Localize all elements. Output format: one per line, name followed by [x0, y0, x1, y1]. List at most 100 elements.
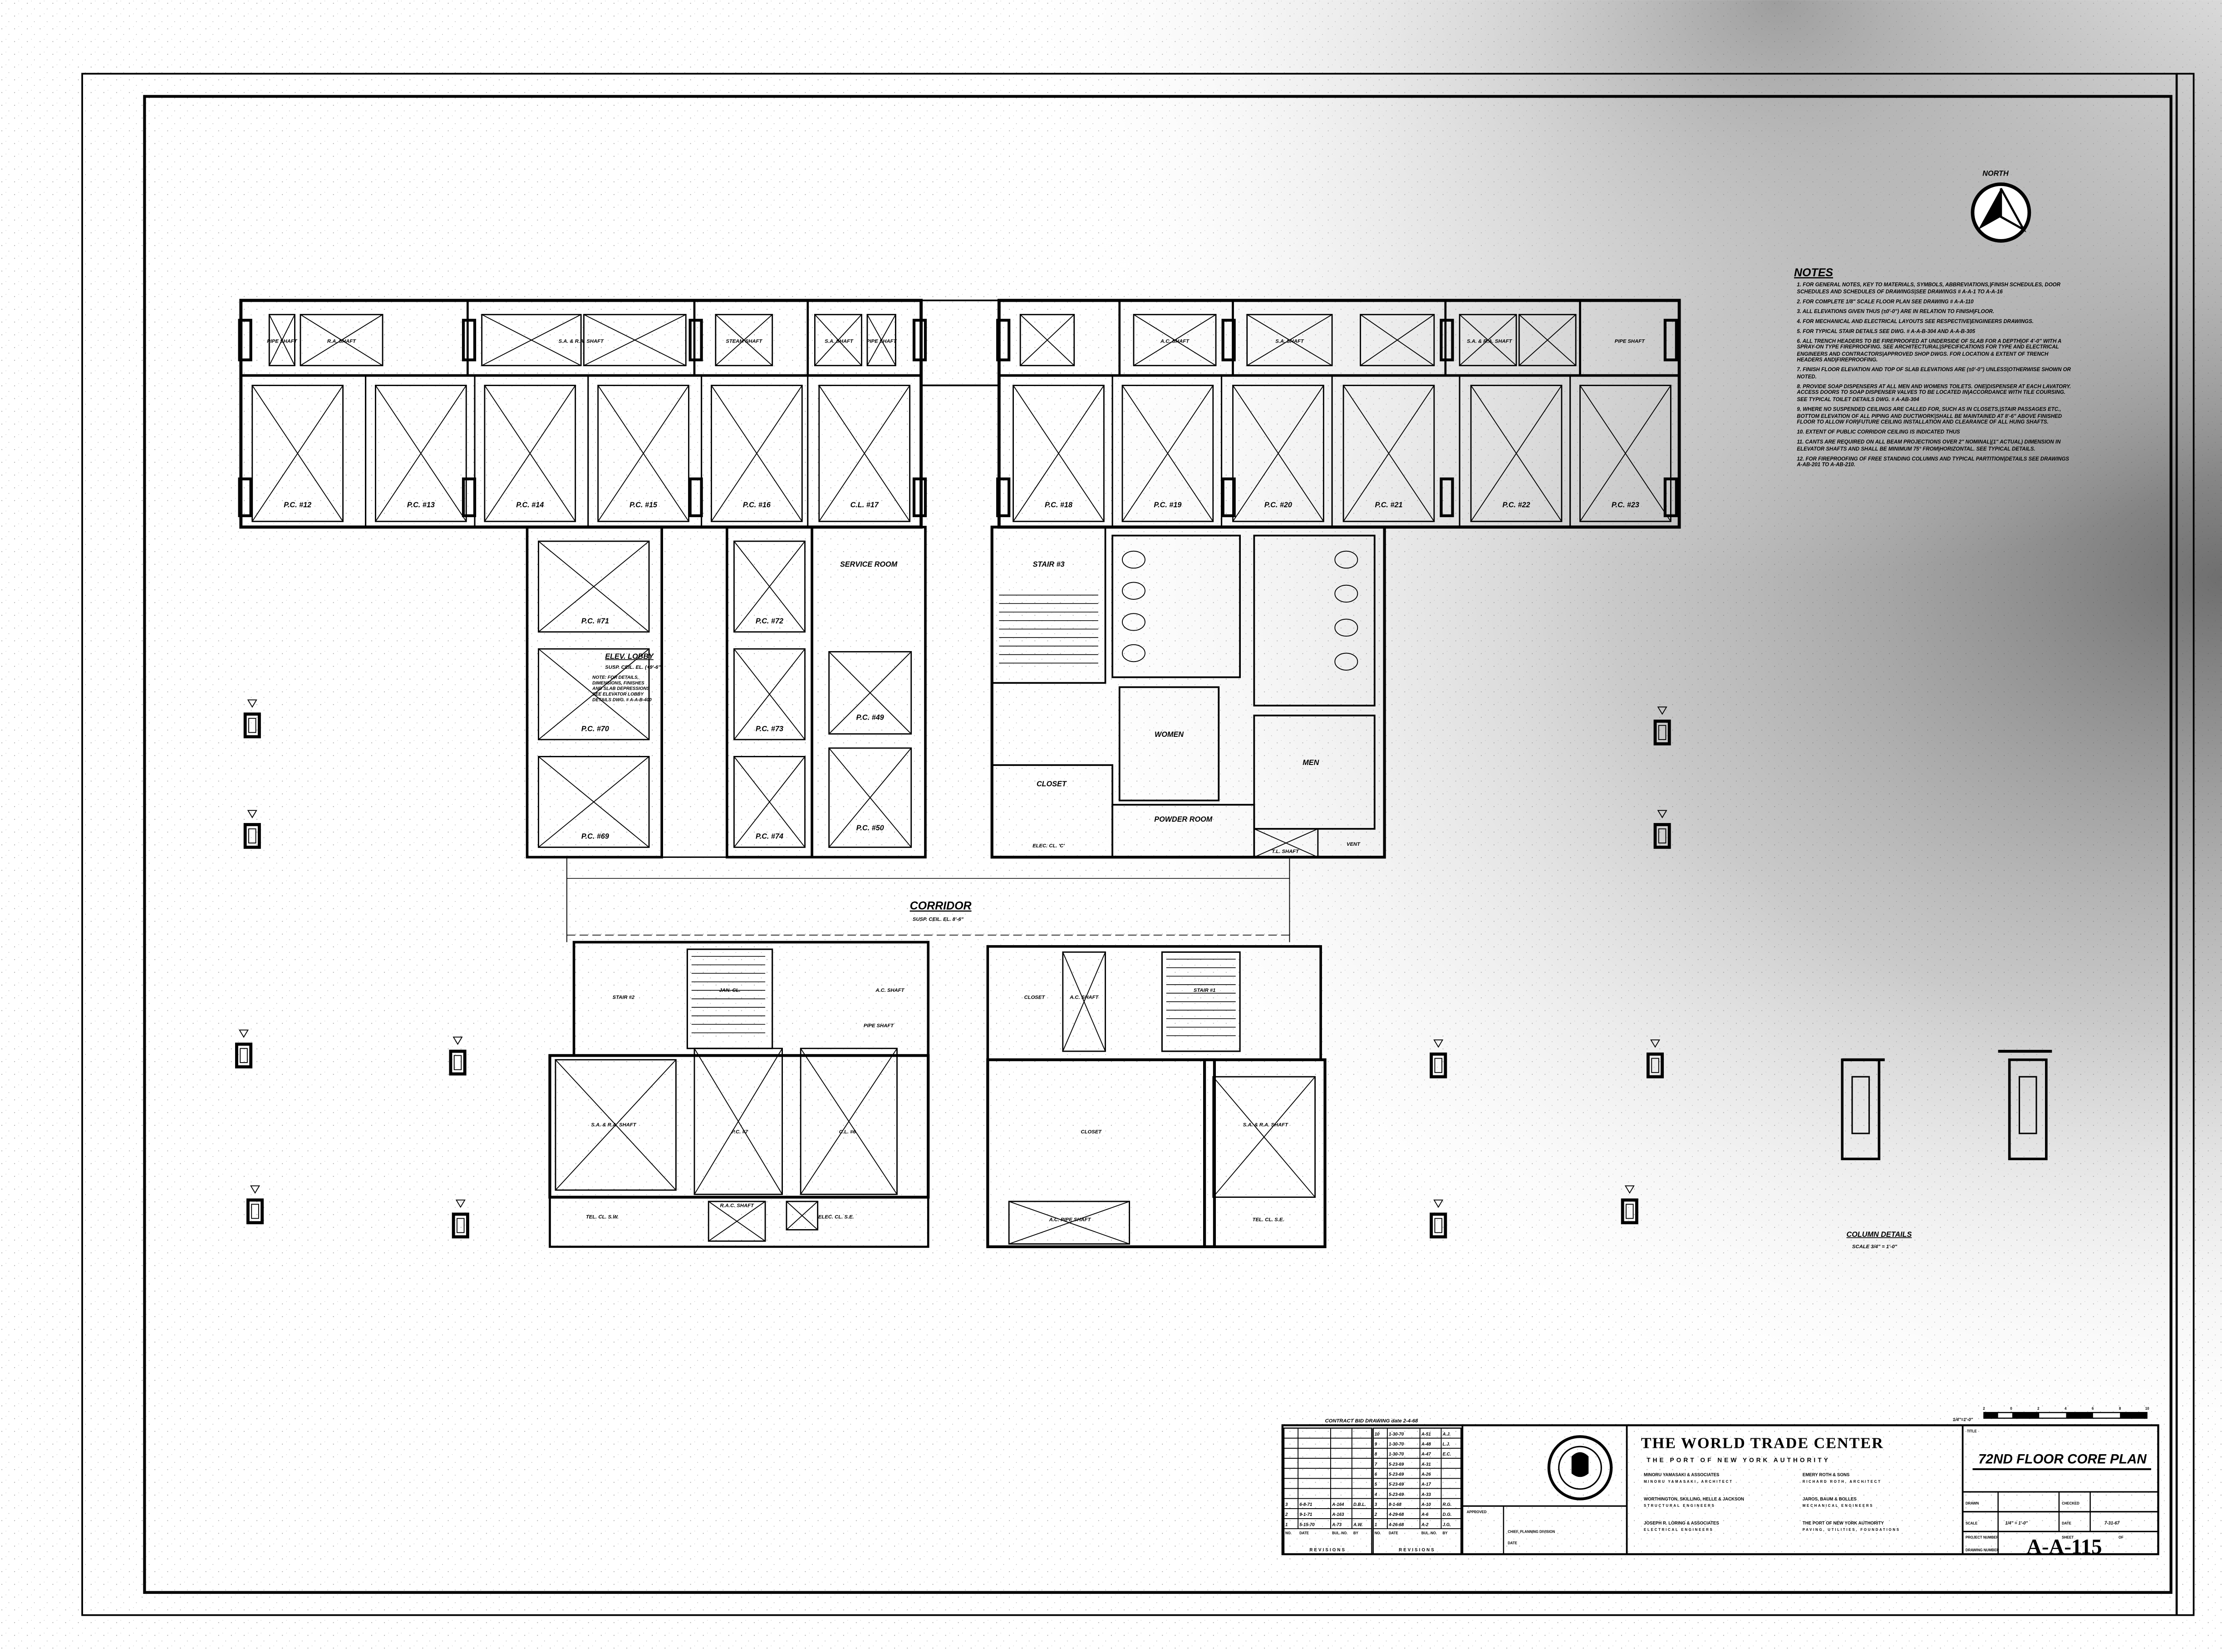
column-marker: [688, 477, 703, 517]
revision-date: 5-23-69: [1389, 1462, 1404, 1467]
column-marker: [1440, 477, 1454, 517]
revision-by: D.B.L.: [1353, 1502, 1366, 1507]
of-label: OF: [2119, 1535, 2124, 1539]
elevation-marker-icon: [1650, 1039, 1661, 1048]
note-item: 8. PROVIDE SOAP DISPENSERS AT ALL MEN AN…: [1797, 383, 2071, 403]
shaft-diagonal: [1247, 314, 1332, 366]
shaft-diagonal: [538, 541, 649, 632]
shaft-x-box: [1062, 951, 1106, 1052]
shaft-label: A.C. SHAFT: [1160, 339, 1190, 344]
revision-column-header: BY: [1443, 1531, 1448, 1535]
north-arrow-icon: NORTH: [1971, 169, 2031, 243]
shaft-diagonal: [828, 748, 912, 848]
column-marker: [1653, 823, 1671, 849]
revision-bul: A-51: [1421, 1432, 1431, 1437]
shaft-x-box: [866, 314, 896, 367]
shaft-label: S.A. & R.A. SHAFT: [1467, 339, 1512, 344]
elevator-shaft: [733, 540, 806, 633]
revision-no: 2: [1374, 1512, 1377, 1517]
elevation-marker-icon: [247, 810, 257, 819]
owner-name: THE PORT OF NEW YORK AUTHORITY: [1647, 1456, 1830, 1463]
column-marker: [1663, 319, 1678, 362]
shaft-label: PIPE SHAFT: [1615, 339, 1645, 344]
sheet-border: [81, 73, 2195, 1616]
shaft-diagonal: [252, 385, 344, 522]
elevator-label: P.C. #16: [743, 501, 771, 509]
revision-no: 7: [1375, 1462, 1377, 1467]
elevator-shaft: [1121, 385, 1214, 522]
elevator-label: P.C. #14: [516, 501, 544, 509]
column-marker: [1430, 1052, 1447, 1078]
revision-column-header: BY: [1353, 1531, 1359, 1535]
firm-role: ELECTRICAL ENGINEERS: [1644, 1528, 1714, 1532]
elevator-lobby-label: ELEV. LOBBY SUSP. CEIL. EL. (+9'-6") NOT…: [592, 652, 662, 703]
vent-label: VENT: [1347, 842, 1361, 847]
approval-date-label: DATE: [1508, 1541, 1517, 1545]
checked-label: CHECKED: [2062, 1501, 2079, 1505]
column-details-title: COLUMN DETAILS: [1847, 1230, 1912, 1239]
shaft-x-box: [481, 314, 582, 367]
scale-tick-label: 6: [2092, 1407, 2094, 1411]
elevator-label: P.C. #49: [856, 713, 884, 721]
room-label: A.C. PIPE SHAFT: [1049, 1217, 1091, 1223]
women-stalls: [1111, 534, 1241, 678]
revision-date: 4-29-68: [1388, 1512, 1404, 1517]
elevation-marker-icon: [247, 699, 257, 708]
shaft-x-box: [1246, 314, 1333, 367]
revision-by: L.J.: [1443, 1442, 1450, 1447]
men-toilet-label: MEN: [1303, 759, 1319, 767]
elevator-shaft: [828, 747, 912, 848]
column-marker: [238, 319, 252, 362]
column-core: [1658, 828, 1666, 843]
column-marker: [996, 319, 1011, 362]
toilet-fixture-icon: [1122, 550, 1145, 569]
firm-role: MINORU YAMASAKI, ARCHITECT: [1644, 1480, 1733, 1484]
elevator-shaft: [538, 648, 650, 740]
elevation-marker-icon: [250, 1185, 261, 1194]
revisions-label: REVISIONS: [1399, 1548, 1435, 1553]
notes-heading: NOTES: [1794, 266, 1833, 279]
room-label: R.A.C. SHAFT: [720, 1203, 754, 1208]
elevation-marker-icon: [1657, 706, 1667, 715]
elevator-shaft: [1013, 385, 1105, 522]
column-core: [240, 1048, 248, 1063]
service-room-block: [811, 525, 927, 859]
shaft-x-box: [1133, 314, 1217, 367]
column-marker: [912, 477, 927, 517]
shaft-diagonal: [733, 756, 806, 848]
shaft-diagonal: [1013, 385, 1105, 522]
elevator-shaft: [251, 385, 344, 522]
column-details: COLUMN DETAILS SCALE 3/4" = 1'-0": [1847, 1230, 1912, 1250]
column-core: [1434, 1218, 1443, 1233]
revision-no: 9: [1375, 1442, 1377, 1447]
revision-column-header: BUL. NO.: [1421, 1531, 1437, 1535]
revision-by: E.C.: [1443, 1452, 1451, 1457]
elevator-shaft: [1342, 385, 1435, 522]
revisions-label: REVISIONS: [1309, 1548, 1346, 1553]
elevator-label: P.C. #12: [284, 501, 311, 509]
room-label: A.C. SHAFT: [875, 988, 905, 993]
toilet-fixture-icon: [1334, 584, 1358, 603]
column-details-scale: SCALE 3/4" = 1'-0": [1852, 1244, 1898, 1250]
revision-by: A.W.: [1353, 1522, 1363, 1527]
room-label: ELEC. CL. S.E.: [818, 1214, 854, 1220]
shaft-diagonal: [484, 385, 576, 522]
room-label: C.L. #6: [839, 1129, 856, 1135]
shaft-diagonal: [1343, 385, 1435, 522]
service-room-label: SERVICE ROOM: [840, 560, 898, 569]
shaft-x-box: [786, 1201, 819, 1230]
project-number-label: PROJECT NUMBER: [1966, 1535, 1999, 1539]
column-marker: [1646, 1052, 1664, 1078]
stair-label: STAIR #3: [1033, 560, 1065, 569]
shaft-x-box: [715, 314, 773, 367]
elevator-shaft: [1232, 385, 1324, 522]
column-core: [1434, 1058, 1443, 1073]
scale-bar-label: 1/4"=1'-0": [1953, 1417, 1973, 1422]
scale-tick-label: 2: [2037, 1407, 2040, 1411]
column-marker: [996, 477, 1011, 517]
column-core: [248, 828, 256, 843]
elevation-marker-icon: [452, 1036, 463, 1045]
powder-room-label: POWDER ROOM: [1154, 815, 1212, 824]
shaft-x-box: [1360, 314, 1435, 367]
shaft-x-box: [1459, 314, 1517, 367]
